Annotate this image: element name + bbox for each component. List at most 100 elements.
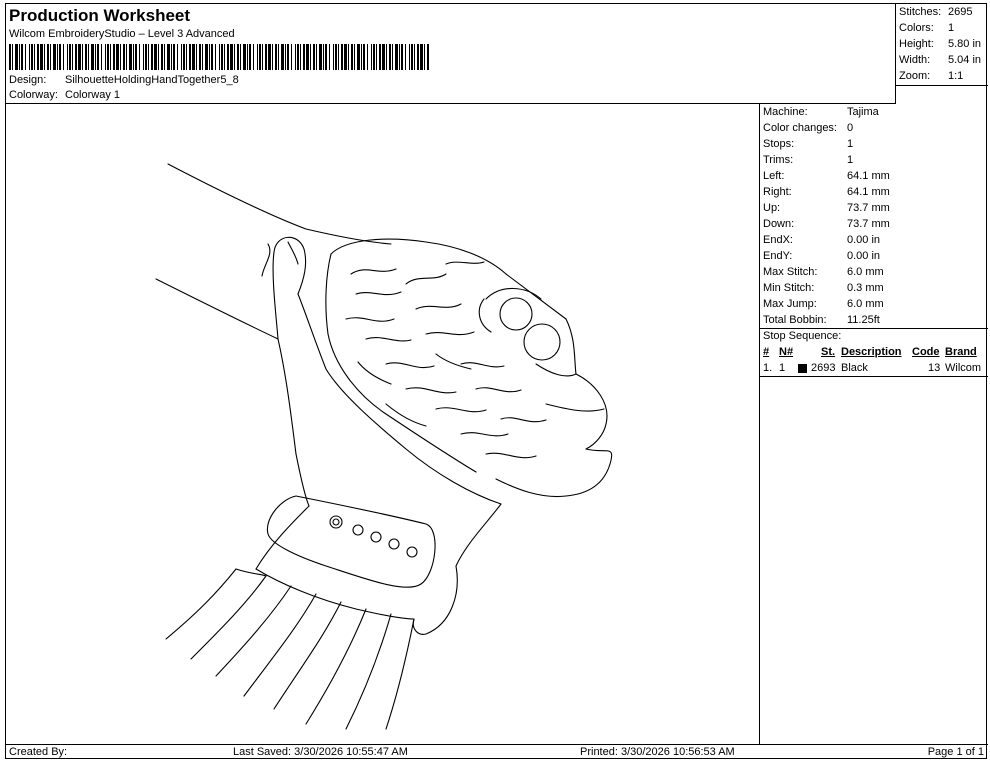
stop-sequence-title: Stop Sequence: bbox=[763, 330, 842, 342]
barcode-bar bbox=[12, 44, 13, 70]
barcode-bar bbox=[376, 44, 377, 70]
barcode-bar bbox=[186, 44, 187, 70]
barcode-bar bbox=[325, 44, 327, 70]
barcode-bar bbox=[40, 44, 43, 70]
barcode-bar bbox=[91, 44, 94, 70]
barcode-bar bbox=[181, 44, 182, 70]
design-summary: Stitches:2695 Colors:1 Height:5.80 in Wi… bbox=[896, 4, 988, 86]
created-by: Created By: bbox=[9, 746, 68, 758]
barcode-bar bbox=[21, 44, 23, 70]
barcode-bar bbox=[209, 44, 210, 70]
page-number: Page 1 of 1 bbox=[927, 746, 984, 758]
barcode-bar bbox=[82, 44, 83, 70]
barcode-bar bbox=[357, 44, 360, 70]
barcode-bar bbox=[72, 44, 73, 70]
barcode-bar bbox=[196, 44, 197, 70]
barcode-bar bbox=[19, 44, 20, 70]
barcode-bar bbox=[300, 44, 301, 70]
barcode-bar bbox=[129, 44, 132, 70]
barcode-bar bbox=[59, 44, 61, 70]
barcode-bar bbox=[211, 44, 213, 70]
production-worksheet: Production Worksheet Wilcom EmbroiderySt… bbox=[5, 3, 988, 760]
info-trims: Trims:1 bbox=[763, 154, 854, 166]
barcode-bar bbox=[177, 44, 178, 70]
barcode-bar bbox=[417, 44, 419, 70]
table-row: 1. 1 2693 Black 13 Wilcom bbox=[760, 362, 988, 376]
barcode-bar bbox=[405, 44, 406, 70]
barcode-bar bbox=[265, 44, 267, 70]
barcode-bar bbox=[105, 44, 106, 70]
info-up: Up:73.7 mm bbox=[763, 202, 890, 214]
barcode-bar bbox=[348, 44, 349, 70]
barcode-bar bbox=[363, 44, 365, 70]
colorway-value: Colorway 1 bbox=[65, 89, 121, 101]
divider bbox=[760, 328, 988, 329]
barcode-bar bbox=[78, 44, 81, 70]
barcode-bar bbox=[215, 44, 216, 70]
barcode-bar bbox=[85, 44, 87, 70]
info-max-stitch: Max Stitch:6.0 mm bbox=[763, 266, 884, 278]
barcode-bar bbox=[227, 44, 229, 70]
barcode-bar bbox=[221, 44, 223, 70]
info-endy: EndY:0.00 in bbox=[763, 250, 881, 262]
barcode-bar bbox=[37, 44, 39, 70]
barcode-bar bbox=[262, 44, 263, 70]
barcode-bar bbox=[306, 44, 309, 70]
barcode-bar bbox=[29, 44, 30, 70]
barcode-bar bbox=[323, 44, 324, 70]
barcode-bar bbox=[139, 44, 140, 70]
barcode-bar bbox=[313, 44, 315, 70]
barcode-bar bbox=[395, 44, 398, 70]
barcode-bar bbox=[303, 44, 305, 70]
barcode-bar bbox=[69, 44, 71, 70]
barcode-bar bbox=[259, 44, 261, 70]
barcode-bar bbox=[53, 44, 56, 70]
col-description: Description bbox=[841, 346, 902, 358]
barcode-bar bbox=[333, 44, 334, 70]
barcode-bar bbox=[427, 44, 429, 70]
colorway-row: Colorway:Colorway 1 bbox=[9, 89, 120, 101]
barcode-bar bbox=[97, 44, 99, 70]
barcode-bar bbox=[240, 44, 241, 70]
barcode-bar bbox=[101, 44, 102, 70]
barcode-bar bbox=[310, 44, 311, 70]
stop-sequence-header: # N# St. Description Code Brand bbox=[760, 346, 988, 360]
barcode-bar bbox=[230, 44, 233, 70]
barcode-bar bbox=[361, 44, 362, 70]
barcode-bar bbox=[219, 44, 220, 70]
barcode-bar bbox=[401, 44, 403, 70]
barcode-bar bbox=[341, 44, 343, 70]
info-color-changes: Color changes:0 bbox=[763, 122, 854, 134]
barcode-bar bbox=[133, 44, 134, 70]
worksheet-footer: Created By: Last Saved: 3/30/2026 10:55:… bbox=[6, 744, 988, 760]
barcode-bar bbox=[281, 44, 284, 70]
barcode-bar bbox=[351, 44, 353, 70]
barcode-bar bbox=[285, 44, 286, 70]
barcode-bar bbox=[57, 44, 58, 70]
barcode-bar bbox=[31, 44, 33, 70]
barcode bbox=[9, 44, 429, 70]
barcode-bar bbox=[344, 44, 347, 70]
barcode-bar bbox=[392, 44, 393, 70]
barcode-bar bbox=[247, 44, 248, 70]
col-code: Code bbox=[912, 346, 940, 358]
barcode-bar bbox=[420, 44, 423, 70]
barcode-bar bbox=[63, 44, 64, 70]
summary-height: Height:5.80 in bbox=[899, 38, 982, 50]
barcode-bar bbox=[409, 44, 410, 70]
barcode-bar bbox=[249, 44, 251, 70]
barcode-bar bbox=[414, 44, 415, 70]
barcode-bar bbox=[135, 44, 137, 70]
summary-zoom: Zoom:1:1 bbox=[899, 70, 964, 82]
row-description: Black bbox=[841, 362, 868, 374]
machine-info-panel: Machine:Tajima Color changes:0 Stops:1 T… bbox=[760, 104, 988, 744]
barcode-bar bbox=[151, 44, 153, 70]
barcode-bar bbox=[389, 44, 391, 70]
barcode-bar bbox=[316, 44, 317, 70]
barcode-bar bbox=[367, 44, 368, 70]
barcode-bar bbox=[243, 44, 246, 70]
barcode-bar bbox=[354, 44, 355, 70]
barcode-bar bbox=[120, 44, 121, 70]
barcode-bar bbox=[373, 44, 375, 70]
barcode-bar bbox=[202, 44, 203, 70]
